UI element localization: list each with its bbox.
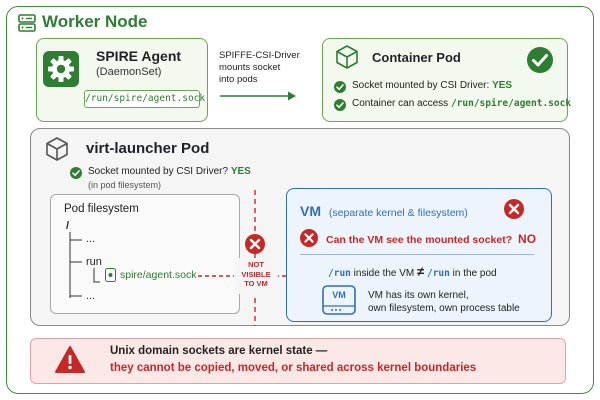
fs-tree-lines [69,232,100,298]
check-circle-icon [334,81,346,93]
vm-question: Can the VM see the mounted socket? [326,234,513,246]
warning-line-2: they cannot be copied, moved, or shared … [110,362,477,374]
worker-node-title: Worker Node [42,12,148,31]
vm-run-a: /run [328,268,351,279]
container-mounted-line: Socket mounted by CSI Driver: YES [352,80,512,91]
warning-icon [55,346,85,373]
fs-root: / [66,220,70,232]
container-access-line: Container can access /run/spire/agent.so… [352,98,571,109]
vm-run-b: /run [426,268,450,279]
virt-launcher-title: virt-launcher Pod [86,140,210,157]
cube-icon [46,137,68,161]
gear-icon [43,51,79,87]
vl-mounted-note: (in pod filesystem) [88,180,162,190]
x-circle-icon [245,234,265,254]
container-access-text: Container can access [352,98,449,109]
arrow-label-line: SPIFFE-CSI-Driver [219,50,300,61]
warning-banner [30,338,566,384]
not-visible-line: TO VM [244,279,268,288]
check-circle-icon [70,167,82,179]
not-visible-line: NOT [248,260,264,269]
vm-run-compare: /run inside the VM ≠ /run in the pod [328,264,497,279]
container-mounted-status: YES [492,80,513,91]
mount-arrow [220,91,296,101]
fs-socket: spire/agent.sock [120,269,197,281]
not-visible-label: NOT VISIBLE TO VM [234,258,278,294]
warning-line-1: Unix domain sockets are kernel state — [110,345,328,357]
fs-dots: ... [86,290,96,302]
arrow-label-line: mounts socket [219,62,281,73]
vm-title: VM [300,203,321,219]
arrow-label-line: into pods [219,74,258,85]
pod-filesystem-title: Pod filesystem [64,203,139,215]
spire-socket-path: /run/spire/agent.sock [84,90,205,108]
vm-monitor-icon [322,285,356,315]
not-visible-line: VISIBLE [241,269,271,279]
csi-driver-arrow-label: SPIFFE-CSI-Driver mounts socket into pod… [219,50,315,86]
vm-question-line: Can the VM see the mounted socket? NO [326,232,536,246]
vl-mounted-text: Socket mounted by CSI Driver? [88,166,229,177]
fs-run: run [86,256,102,268]
vm-run-b-note: in the pod [452,268,497,279]
server-icon [18,14,36,32]
vm-own-line-2: own filesystem, own process table [368,303,520,314]
x-circle-icon [300,229,318,247]
vl-mounted-status: YES [230,166,251,177]
container-pod-title: Container Pod [372,50,461,65]
vm-divider [300,254,534,255]
spire-agent-title: SPIRE Agent [96,48,182,64]
container-access-path: /run/spire/agent.sock [450,98,572,109]
not-equal-sign: ≠ [417,264,425,279]
spire-agent-subtitle: (DaemonSet) [96,66,162,78]
worker-node-frame [6,6,594,394]
vl-mounted-line: Socket mounted by CSI Driver? YES [88,166,251,177]
pod-filesystem-box [50,194,240,314]
x-circle-icon [504,199,524,219]
check-circle-icon [334,99,346,111]
vm-icon-label: VM [332,290,346,300]
vm-answer: NO [518,232,537,246]
cube-icon [336,45,358,69]
vm-title-line: VM (separate kernel & filesystem) [300,203,468,219]
check-circle-icon [527,47,553,73]
fs-dots: ... [86,233,96,245]
vm-title-note: (separate kernel & filesystem) [328,207,468,219]
socket-file-icon [105,268,116,282]
vm-run-a-note: inside the VM [353,268,415,279]
container-pod-box [322,38,568,122]
vm-own-line-1: VM has its own kernel, [368,290,469,301]
container-mounted-text: Socket mounted by CSI Driver: [352,80,490,91]
